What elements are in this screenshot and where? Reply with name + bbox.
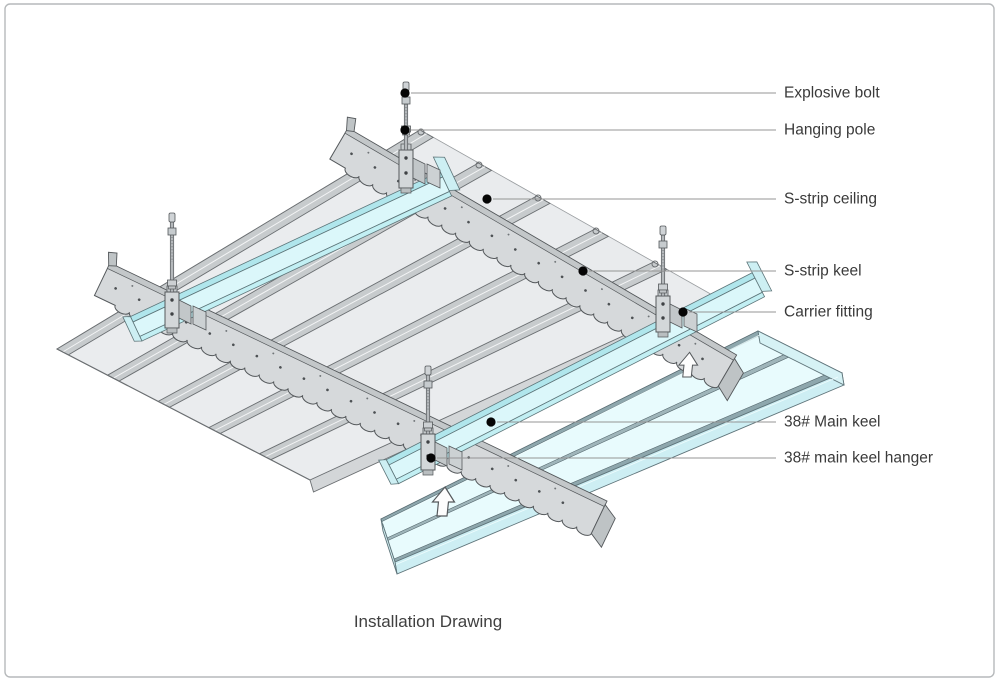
hanger-hook <box>422 469 434 476</box>
leader-dot <box>426 453 436 463</box>
pole-nut <box>423 421 433 429</box>
explosive-bolt <box>168 212 176 223</box>
keel-end-upturn <box>108 251 118 267</box>
callout-label: Hanging pole <box>784 122 875 139</box>
hanger-assembly-1 <box>398 143 441 194</box>
page-border <box>4 3 995 678</box>
bolt-collar <box>423 380 433 389</box>
hanger-hook <box>400 187 412 194</box>
carrier-fitting-clip <box>412 157 426 185</box>
hanging-pole-2 <box>167 212 177 293</box>
install-arrows <box>431 351 699 517</box>
main-keel-hanger-plate <box>398 149 414 189</box>
carrier-fitting-plate <box>192 305 207 331</box>
explosive-bolt <box>659 225 667 236</box>
callout-label: 38# Main keel <box>784 414 881 431</box>
hanger-hook <box>657 331 669 338</box>
callout-s-strip-ceiling: S-strip ceiling <box>482 191 877 208</box>
main-keel-upper <box>122 156 461 342</box>
main-keel-hanger-plate <box>655 295 671 333</box>
callout-main-keel: 38# Main keel <box>486 414 881 431</box>
callout-hanging-pole: Hanging pole <box>400 122 875 139</box>
main-keel-left-end <box>122 316 143 342</box>
up-arrow-icon <box>677 351 699 378</box>
leader-dot <box>678 307 688 317</box>
carrier-fitting-clip <box>178 299 192 325</box>
callout-label: S-strip ceiling <box>784 191 877 208</box>
main-keel-hanger-plate <box>420 433 436 471</box>
carrier-fitting-clip <box>434 441 448 467</box>
keel-end-flap <box>717 357 744 402</box>
bolt-collar <box>658 240 668 249</box>
callout-s-strip-keel: S-strip keel <box>578 263 862 280</box>
main-keel-left-end <box>378 459 400 485</box>
callout-label: Carrier fitting <box>784 304 873 321</box>
panel-right-end <box>757 330 845 386</box>
main-keel-hanger-plate <box>164 291 180 329</box>
keel-holes <box>131 284 585 503</box>
bolt-collar <box>167 227 177 236</box>
leader-dot <box>400 88 410 98</box>
hanger-bolt <box>170 312 174 316</box>
up-arrow-icon <box>431 485 456 517</box>
pole-washer <box>424 427 432 432</box>
callout-label: S-strip keel <box>784 263 862 280</box>
leader-dot <box>578 266 588 276</box>
callout-main-keel-hanger: 38# main keel hanger <box>426 450 933 467</box>
panel-left-end <box>380 518 398 575</box>
callout-explosive-bolt: Explosive bolt <box>400 85 880 102</box>
hanging-pole-3 <box>658 225 668 297</box>
leader-dot <box>482 194 492 204</box>
hanger-assembly-2 <box>164 285 207 334</box>
s-strip-keel-middle <box>93 251 616 549</box>
figure-caption: Installation Drawing <box>354 612 502 631</box>
leader-dot <box>400 125 410 135</box>
keel-end-upturn <box>346 116 357 133</box>
pole-washer <box>659 289 667 294</box>
hanger-bolt <box>426 440 430 444</box>
explosive-bolt <box>424 365 432 376</box>
callout-label: 38# main keel hanger <box>784 450 933 467</box>
hanger-bolt <box>170 298 174 302</box>
hanging-pole-4 <box>423 365 433 435</box>
pole-nut <box>658 283 668 291</box>
hanger-bolt <box>404 156 408 160</box>
callout-label: Explosive bolt <box>784 85 880 102</box>
rib-end-curls <box>417 128 659 268</box>
field-left-edge <box>56 348 311 481</box>
rib-highlights <box>62 133 661 458</box>
keel-body <box>93 262 608 536</box>
pole-nut <box>167 279 177 287</box>
carrier-fitting-plate <box>426 163 441 189</box>
keel-rivets <box>114 287 586 515</box>
hanger-hook <box>166 327 178 334</box>
keel-end-flap <box>590 503 616 549</box>
callout-carrier-fitting: Carrier fitting <box>678 304 873 321</box>
leader-dot <box>486 417 496 427</box>
hanger-bolt <box>661 302 665 306</box>
main-keel-right-end <box>746 261 773 292</box>
main-keel-right-end <box>432 156 461 191</box>
hanger-bolt <box>661 316 665 320</box>
pole-washer <box>168 285 176 290</box>
bolt-collar <box>401 96 411 105</box>
hanger-bolt <box>404 171 408 175</box>
